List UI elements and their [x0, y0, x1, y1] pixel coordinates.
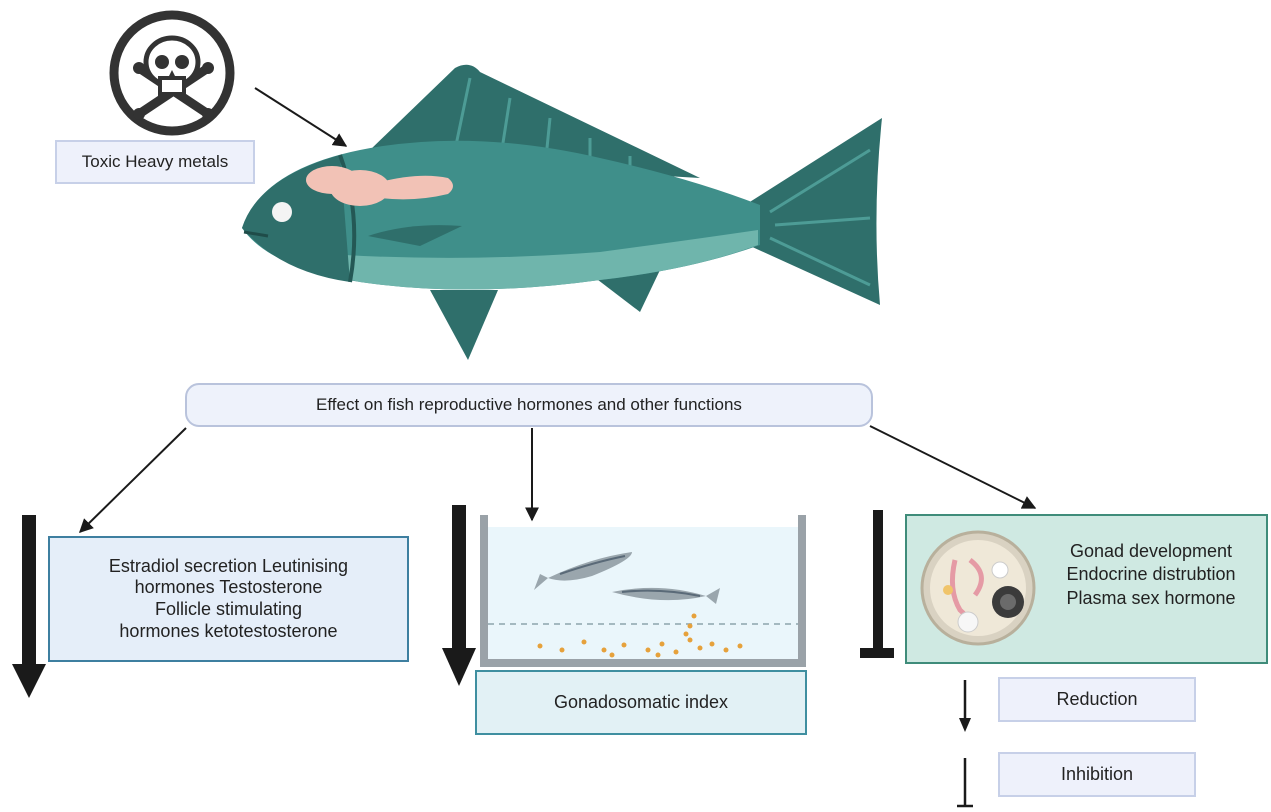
gonad-effects-text: Gonad development Endocrine distrubtion …	[1040, 540, 1262, 610]
hormone-line: Follicle stimulating	[154, 599, 303, 619]
legend-reduction-arrow-icon	[959, 680, 971, 732]
hormone-line: hormones Testosterone	[134, 577, 323, 598]
gonad-crosssection-icon	[920, 530, 1036, 646]
legend-reduction-text: Reduction	[1056, 688, 1138, 709]
gonad-effect-line: Plasma sex hormone	[1066, 587, 1236, 608]
fish-illustration	[242, 64, 882, 360]
arrow-to-gonad	[869, 425, 1037, 509]
skull-crossbones-icon	[109, 10, 235, 136]
aquarium-tank-icon	[480, 515, 806, 667]
legend-reduction-box: Reduction	[998, 677, 1196, 722]
effect-title-text: Effect on fish reproductive hormones and…	[316, 394, 742, 414]
toxic-heavy-metals-text: Toxic Heavy metals	[81, 151, 229, 171]
reduction-arrow-large	[442, 505, 476, 686]
legend-inhibition-icon	[957, 758, 973, 808]
hormone-line: hormones ketotestosterone	[119, 620, 338, 641]
gonadosomatic-index-box: Gonadosomatic index	[475, 670, 807, 735]
zebrafish-icon	[612, 587, 720, 604]
food-pellets	[537, 613, 743, 658]
toxic-heavy-metals-label: Toxic Heavy metals	[55, 140, 255, 184]
arrow-toxin-to-fish	[254, 87, 348, 147]
reduction-arrow-large	[12, 515, 46, 698]
legend-inhibition-text: Inhibition	[1060, 763, 1134, 784]
zebrafish-icon	[534, 552, 632, 590]
hormone-line: Estradiol secretion Leutinising	[108, 555, 349, 576]
effect-title-box: Effect on fish reproductive hormones and…	[185, 383, 873, 427]
gonadosomatic-index-text: Gonadosomatic index	[553, 691, 729, 712]
gonad-effect-line: Endocrine distrubtion	[1066, 564, 1236, 585]
inhibition-marker-large	[860, 510, 894, 658]
gonad-effect-line: Gonad development	[1069, 541, 1233, 561]
arrow-to-hormones	[79, 427, 187, 533]
hormones-box: Estradiol secretion Leutinising hormones…	[48, 536, 409, 662]
legend-inhibition-box: Inhibition	[998, 752, 1196, 797]
